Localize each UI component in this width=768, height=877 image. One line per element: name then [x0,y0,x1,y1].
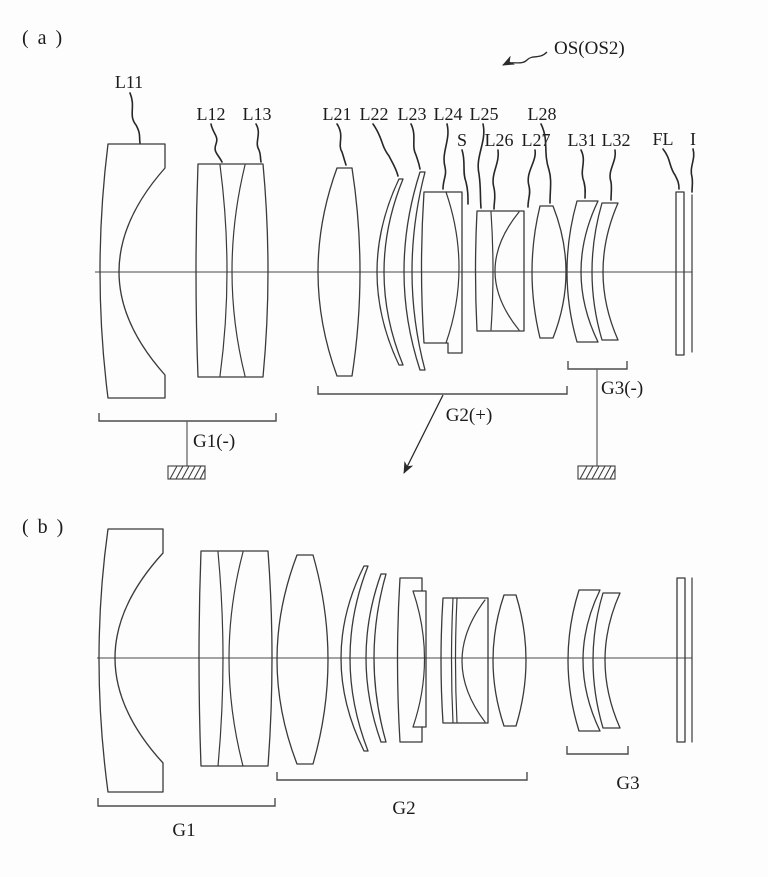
panel-b: ( b ) G1 G2 G3 [22,516,693,841]
surface-L12-rear-a [219,164,228,377]
surface-L26-front-b [454,597,458,724]
label-L32-a: L32 [602,130,631,150]
ground-hatch-G3-a [579,465,616,480]
lens-L11-a [99,143,166,399]
label-FL-a: FL [652,129,673,149]
filter-plate-a [675,191,685,356]
lens-L24-a [420,191,463,354]
panel-a-tag: ( a ) [22,27,64,49]
surface-L13-front-b [228,551,244,767]
surface-L12-rear-b [217,551,224,767]
bracket-G2-a [317,386,568,395]
lens-L32-b [592,592,621,729]
lens-L22-b [340,565,369,752]
leader-L21-a [336,123,347,166]
surface-L26-L27-interface-a [494,211,520,331]
label-L22-a: L22 [360,104,389,124]
lens-L23-b [365,573,387,743]
label-L26-a: L26 [485,130,514,150]
leader-L23-a [410,123,421,170]
lens-L24-b [396,577,427,743]
label-L12-a: L12 [197,104,226,124]
ground-symbol-G3-a [577,465,616,480]
ground-symbol-G1-a [167,465,206,480]
lens-L21-b [276,554,329,765]
label-I-a: I [690,129,696,149]
lens-L25-L26-L27-block-a [474,210,525,332]
label-OS-a: OS(OS2) [554,38,625,59]
leader-L26-a [492,149,500,210]
leader-L28-a [540,123,552,204]
surface-L13-front-a [231,164,246,377]
leader-L32-a [609,149,617,201]
leader-L24-a [442,123,449,190]
leader-L27-a [527,149,536,208]
leader-S-a [461,149,469,205]
lens-L12-L13-block-a [195,163,269,378]
bracket-G3-a [567,361,628,370]
surface-L25-L26-interface-a [490,211,494,331]
label-L11-a: L11 [115,72,143,92]
lens-L32-a [591,202,619,341]
label-L24-a: L24 [434,104,463,124]
label-G3-b: G3 [616,773,639,794]
ground-hatch-G1-a [169,465,206,480]
surface-L24-rear-a [445,191,460,344]
panel-a: ( a ) L11 L12 L13 L21 L22 L23 L24 L25 [22,27,696,480]
leader-L13-a [255,123,262,163]
bracket-G2-b [276,772,528,781]
leader-L22-a [372,123,399,177]
zoom-motion-arrow-G2-a [403,394,444,474]
label-L28-a: L28 [528,104,557,124]
label-L25-a: L25 [470,104,499,124]
ground-box-G3-a [577,465,616,480]
filter-plate-b [676,577,686,743]
ground-box-G1-a [167,465,206,480]
label-G2-a: G2(+) [446,405,493,426]
bracket-G1-b [97,798,276,807]
lens-L31-b [567,589,601,732]
leader-L12-a [210,123,223,163]
label-G2-b: G2 [392,798,415,819]
label-L31-a: L31 [568,130,597,150]
lens-L31-a [566,200,599,343]
label-L13-a: L13 [243,104,272,124]
lens-L12-L13-block-b [198,550,273,767]
label-G1-a: G1(-) [193,431,235,452]
os-pointer-arrow [502,51,548,66]
panel-b-tag: ( b ) [22,516,65,538]
label-L23-a: L23 [398,104,427,124]
lens-L28-b [492,594,527,727]
leader-L25-a [477,123,485,209]
surface-L24-rear-b [412,590,426,728]
lens-L11-b [98,528,164,793]
lens-L22-a [376,178,404,366]
leader-L31-a [580,149,587,199]
surface-L26-L27-interface-b [461,599,486,723]
lens-L21-a [317,167,361,377]
bracket-G3-b [566,746,629,755]
label-G1-b: G1 [172,820,195,841]
label-G3-a: G3(-) [601,378,643,399]
lens-L28-a [531,205,567,339]
lens-L25-L26-L27-block-b [440,597,489,724]
leader-FL-a [662,148,680,190]
leader-I-a [690,148,695,193]
label-L21-a: L21 [323,104,352,124]
surface-L25-L26-interface-b [450,597,454,724]
bracket-G1-a [98,413,277,422]
label-L27-a: L27 [522,130,551,150]
lens-L23-a [403,171,426,371]
leader-L11-a [129,92,141,144]
label-S-a: S [457,130,467,150]
